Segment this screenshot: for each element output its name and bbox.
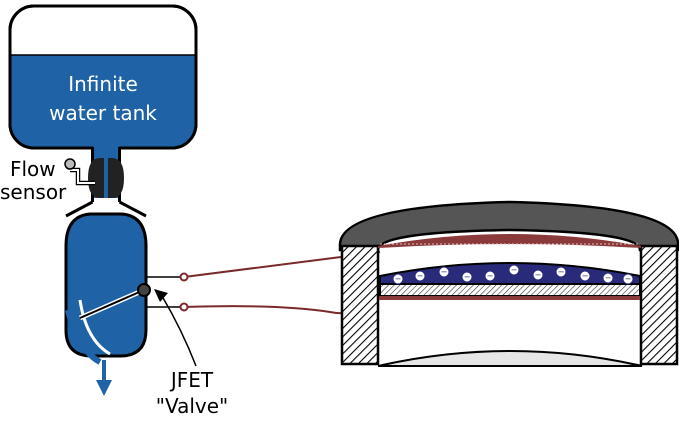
electron-charge-icon [622, 273, 634, 285]
valve-pointer-arrow-icon [154, 289, 197, 367]
tank-label-line2: water tank [49, 101, 157, 125]
electron-charge-sign: − [511, 266, 518, 275]
electron-charge-sign: − [487, 272, 494, 281]
electron-charge-icon [555, 266, 567, 278]
outflow-arrow-icon [96, 360, 112, 396]
electron-charge-icon [392, 273, 404, 285]
flow-sensor [64, 158, 124, 198]
electron-charge-sign: − [464, 273, 471, 282]
flow-sensor-knob-icon [64, 158, 76, 170]
valve-label-line2: "Valve" [156, 394, 228, 418]
lower-plate [379, 283, 641, 297]
electron-charge-sign: − [395, 275, 402, 284]
electron-charge-icon [461, 271, 473, 283]
electron-charge-icon [414, 270, 426, 282]
electron-charge-sign: − [535, 271, 542, 280]
valve-pivot-icon [137, 283, 151, 297]
left-pillar [340, 244, 380, 366]
right-pillar [639, 244, 679, 366]
electron-charge-icon [508, 264, 520, 276]
electron-charge-icon [532, 269, 544, 281]
valve-chamber [64, 212, 184, 365]
tank-label-line1: Infinite [68, 72, 138, 96]
electron-charge-icon [579, 270, 591, 282]
water-tank [8, 4, 198, 150]
flow-sensor-label-line2: sensor [0, 180, 67, 204]
electron-charge-sign: − [625, 275, 632, 284]
electron-charge-sign: − [605, 274, 612, 283]
electron-charge-sign: − [582, 272, 589, 281]
electron-charge-sign: − [558, 268, 565, 277]
flow-sensor-label-line1: Flow [10, 157, 56, 181]
electron-charge-icon [484, 270, 496, 282]
electron-charge-icon [602, 272, 614, 284]
channel-charges: − − − − − − − − − − − [392, 264, 634, 285]
electron-charge-sign: − [441, 268, 448, 277]
jfet-cross-section [338, 200, 679, 367]
valve-label-line1: JFET [169, 368, 214, 392]
electron-charge-sign: − [417, 272, 424, 281]
electron-charge-icon [438, 266, 450, 278]
